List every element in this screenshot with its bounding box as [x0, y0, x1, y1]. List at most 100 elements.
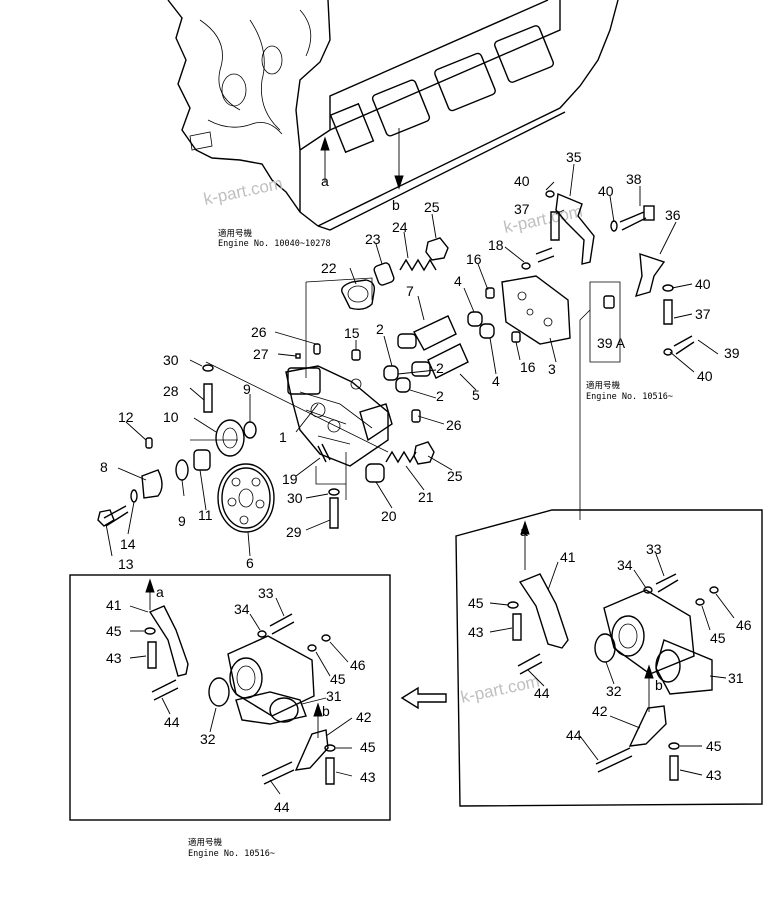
callout-22: 22	[321, 260, 337, 276]
callout-44: 44	[566, 727, 582, 743]
callout-28: 28	[163, 383, 179, 399]
callout-45: 45	[710, 630, 726, 646]
callout-33: 33	[258, 585, 274, 601]
callout-43: 43	[106, 650, 122, 666]
callout-34: 34	[234, 601, 250, 617]
callout-32: 32	[200, 731, 216, 747]
callout-30: 30	[163, 352, 179, 368]
callouts-left-detail: a 41 45 43 44 34 33 46 45 31 32 b 42 45 …	[106, 584, 376, 815]
callout-19: 19	[282, 471, 298, 487]
callout-21: 21	[418, 489, 434, 505]
callout-26: 26	[446, 417, 462, 433]
callout-44: 44	[274, 799, 290, 815]
callout-25: 25	[424, 199, 440, 215]
callout-37: 37	[695, 306, 711, 322]
leader-lines-main	[105, 163, 719, 557]
callout-3: 3	[548, 361, 556, 377]
callout-11: 11	[198, 507, 213, 523]
engine-block	[167, 0, 619, 231]
engine-note-bottom-title: 適用号機	[188, 837, 223, 848]
callout-26: 26	[251, 324, 267, 340]
callout-39a: 39 A	[597, 335, 626, 351]
callout-40: 40	[598, 183, 614, 199]
callout-6: 6	[246, 555, 254, 571]
callout-43: 43	[360, 769, 376, 785]
callout-45: 45	[706, 738, 722, 754]
callout-36: 36	[665, 207, 681, 223]
callout-a: a	[156, 584, 164, 600]
callout-a: a	[520, 523, 528, 539]
callout-40: 40	[514, 173, 530, 189]
callout-2: 2	[376, 321, 384, 337]
callout-43: 43	[468, 624, 484, 640]
engine-note-mid-range: Engine No. 10516~	[586, 392, 673, 402]
callout-45: 45	[106, 623, 122, 639]
detail-box-left	[69, 574, 391, 821]
callout-4: 4	[454, 273, 462, 289]
callout-b: b	[655, 677, 663, 693]
callout-14: 14	[120, 536, 136, 552]
callout-20: 20	[381, 508, 397, 524]
callout-43: 43	[706, 767, 722, 783]
engine-note-bottom-range: Engine No. 10516~	[188, 849, 275, 859]
callout-10: 10	[163, 409, 179, 425]
callout-45: 45	[468, 595, 484, 611]
callout-46: 46	[350, 657, 366, 673]
callout-18: 18	[488, 237, 504, 253]
callout-25: 25	[447, 468, 463, 484]
transfer-arrow	[400, 686, 447, 710]
callout-23: 23	[365, 231, 381, 247]
callout-b: b	[322, 703, 330, 719]
callout-32: 32	[606, 683, 622, 699]
callout-34: 34	[617, 557, 633, 573]
callout-31: 31	[728, 670, 744, 686]
callout-40: 40	[695, 276, 711, 292]
callout-41: 41	[560, 549, 576, 565]
callout-41: 41	[106, 597, 122, 613]
callout-7: 7	[406, 283, 414, 299]
callout-44: 44	[164, 714, 180, 730]
callout-16: 16	[466, 251, 482, 267]
callout-37: 37	[514, 201, 530, 217]
arrow-b-engine: b	[392, 128, 404, 213]
callouts-main: 35 40 40 38 37 36 18 40 37 39 39 A 40 16…	[100, 149, 740, 572]
engine-note-top-title: 適用号機	[218, 228, 253, 239]
callouts-right-detail: a 41 45 43 44 34 33 46 45 31 32 b 42 44 …	[468, 523, 752, 783]
callout-35: 35	[566, 149, 582, 165]
callout-9: 9	[243, 381, 251, 397]
callout-46: 46	[736, 617, 752, 633]
callout-31: 31	[326, 688, 342, 704]
callout-44: 44	[534, 685, 550, 701]
callout-9: 9	[178, 513, 186, 529]
callout-16: 16	[520, 359, 536, 375]
arrow-b-label: b	[392, 197, 400, 213]
callout-30: 30	[287, 490, 303, 506]
callout-39: 39	[724, 345, 740, 361]
callout-12: 12	[118, 409, 134, 425]
callout-38: 38	[626, 171, 642, 187]
callout-45: 45	[360, 739, 376, 755]
arrow-a-engine: a	[320, 136, 330, 189]
watermark-3: k-part.com	[459, 672, 541, 707]
callout-5: 5	[472, 387, 480, 403]
callout-33: 33	[646, 541, 662, 557]
oil-pump-assembly	[97, 190, 695, 533]
detail-box-right	[455, 509, 763, 807]
callout-1: 1	[279, 429, 287, 445]
callout-4: 4	[492, 373, 500, 389]
engine-note-top-range: Engine No. 10040~10278	[218, 239, 331, 249]
watermark-1: k-part.com	[202, 174, 284, 209]
callout-2: 2	[436, 388, 444, 404]
callout-13: 13	[118, 556, 134, 572]
callout-15: 15	[344, 325, 360, 341]
callout-2: 2	[436, 360, 444, 376]
engine-note-mid-title: 適用号機	[586, 380, 621, 391]
arrow-a-label: a	[321, 173, 329, 189]
callout-8: 8	[100, 459, 108, 475]
callout-24: 24	[392, 219, 408, 235]
callout-42: 42	[592, 703, 608, 719]
callout-29: 29	[286, 524, 302, 540]
callout-40: 40	[697, 368, 713, 384]
